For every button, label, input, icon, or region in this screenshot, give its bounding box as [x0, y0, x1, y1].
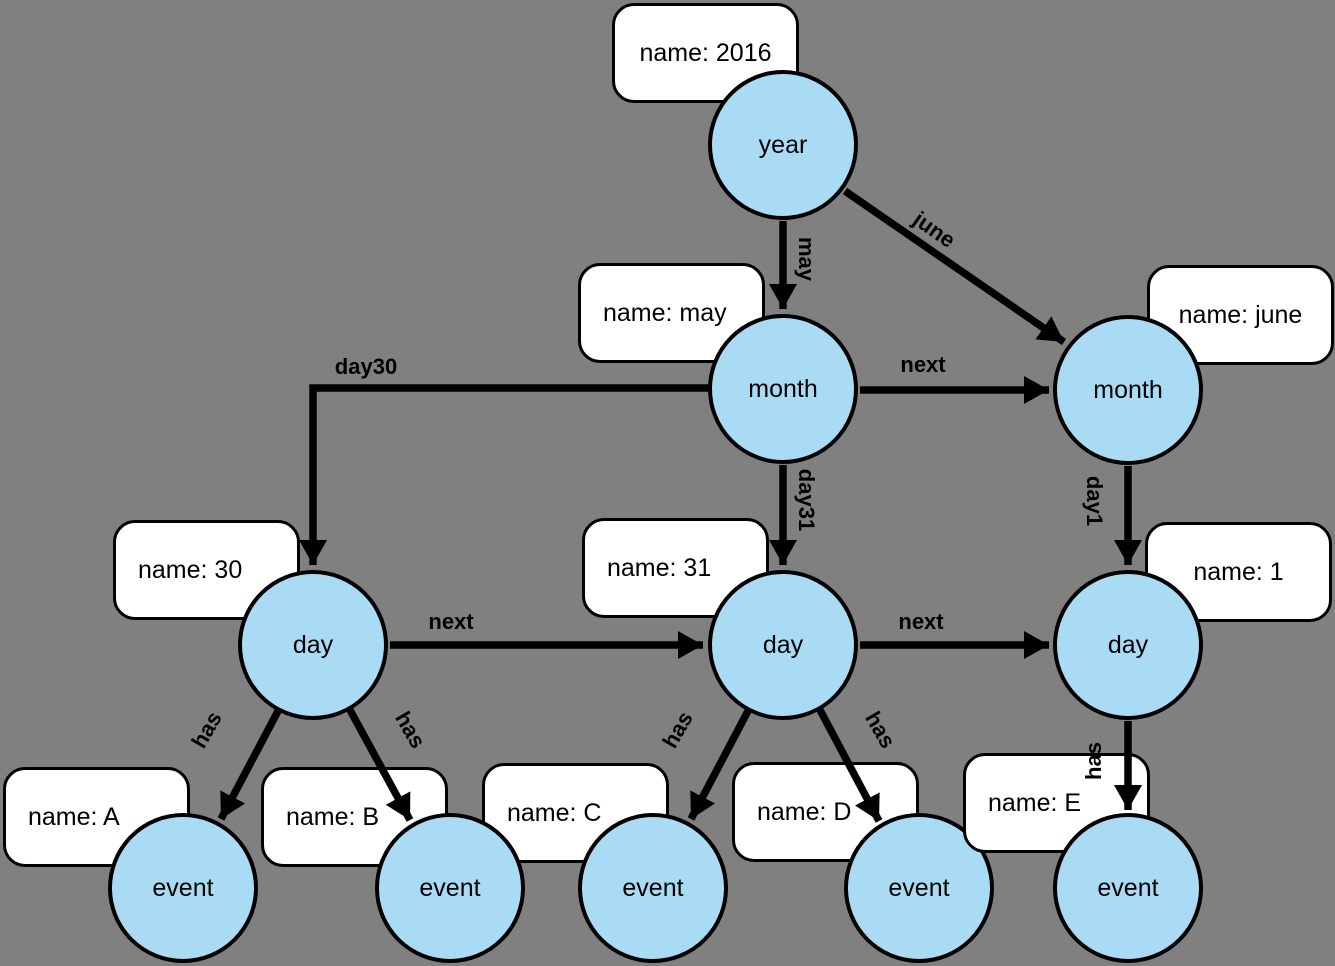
edge-has-d — [816, 708, 883, 823]
node-day-31: day — [708, 570, 858, 720]
node-day-1: day — [1053, 570, 1203, 720]
node-event-e-label: event — [1097, 873, 1159, 902]
edge-june — [842, 187, 1067, 346]
label-day31: day31 — [794, 468, 819, 532]
node-month-june-label: month — [1093, 375, 1163, 404]
label-day1: day1 — [1082, 475, 1107, 527]
prop-e-text: name: E — [988, 788, 1082, 817]
node-event-b-label: event — [419, 873, 481, 902]
prop-2016-text: name: 2016 — [639, 38, 772, 67]
edge-has-b — [346, 708, 414, 822]
label-next-month: next — [900, 352, 946, 377]
node-day-31-label: day — [762, 630, 804, 659]
node-month-june: month — [1053, 315, 1203, 465]
edge-has-a — [217, 709, 282, 821]
prop-c-text: name: C — [507, 798, 602, 827]
node-day-30-label: day — [292, 630, 334, 659]
node-event-a-label: event — [152, 873, 214, 902]
edge-has-c — [687, 709, 752, 821]
node-event-a: event — [108, 813, 258, 963]
edge-day30 — [299, 384, 708, 565]
node-event-e: event — [1053, 813, 1203, 963]
prop-may-text: name: may — [603, 298, 727, 327]
prop-31-text: name: 31 — [607, 553, 712, 582]
node-event-d-label: event — [888, 873, 950, 902]
prop-d-text: name: D — [757, 797, 852, 826]
node-month-may: month — [708, 314, 858, 464]
prop-a-text: name: A — [28, 802, 120, 831]
node-day-30: day — [238, 570, 388, 720]
prop-2016-box: name: 2016 — [612, 3, 799, 103]
node-year: year — [708, 70, 858, 220]
prop-30-text: name: 30 — [138, 555, 243, 584]
node-event-b: event — [375, 813, 525, 963]
node-month-may-label: month — [748, 374, 818, 403]
node-event-c-label: event — [622, 873, 684, 902]
label-may: may — [794, 236, 819, 282]
label-next-day-a: next — [428, 609, 474, 634]
node-event-c: event — [578, 813, 728, 963]
label-next-day-b: next — [898, 609, 944, 634]
prop-june-text: name: june — [1178, 300, 1303, 329]
prop-b-box: name: B — [261, 767, 448, 867]
prop-b-text: name: B — [286, 802, 380, 831]
node-day-1-label: day — [1107, 630, 1149, 659]
node-year-label: year — [758, 130, 808, 159]
label-day30: day30 — [334, 354, 398, 379]
label-has-e: has — [1081, 742, 1106, 780]
prop-1-text: name: 1 — [1193, 557, 1284, 586]
